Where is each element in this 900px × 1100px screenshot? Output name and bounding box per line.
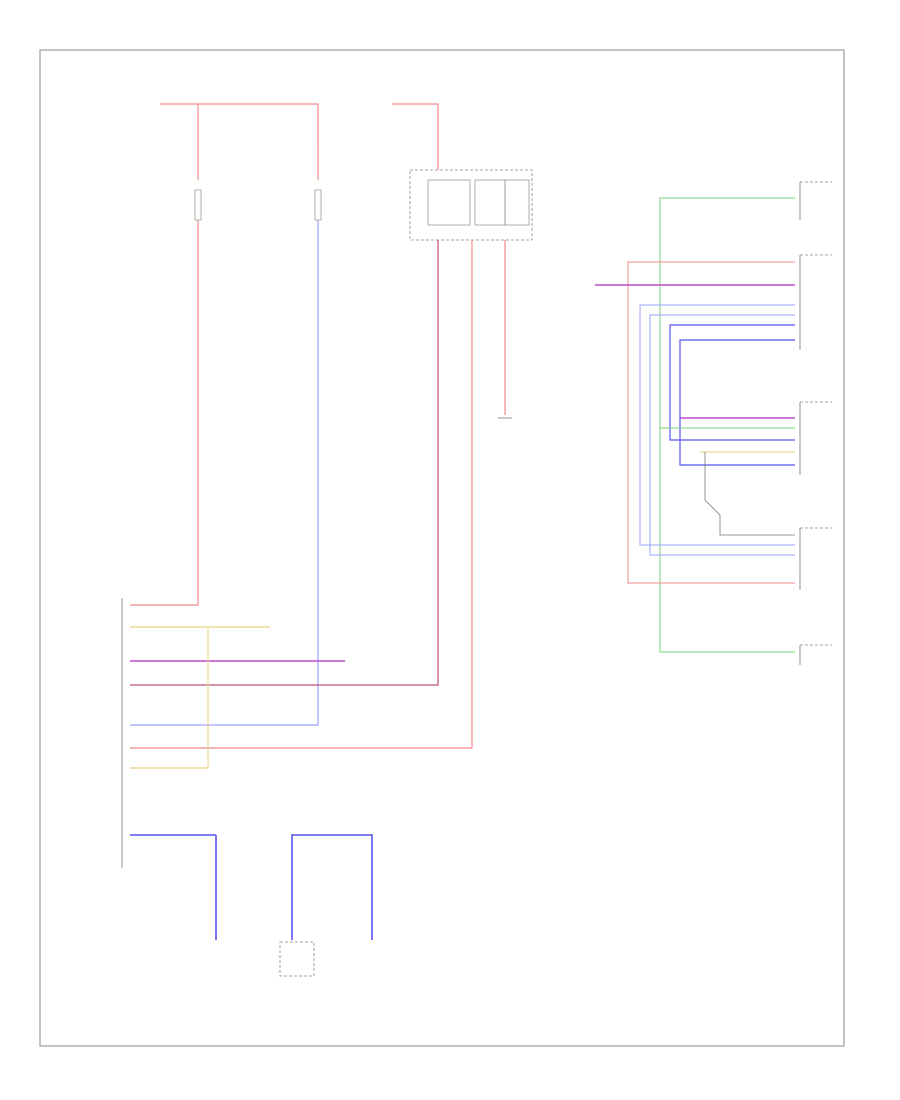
tcm-connector xyxy=(121,598,345,940)
wire-blue-r1 xyxy=(679,339,795,466)
wire-dark-switch xyxy=(704,452,795,536)
bottom-components xyxy=(279,834,373,977)
wire-lightblue-r2 xyxy=(649,314,795,556)
fuse-group xyxy=(160,103,439,221)
bottom-mid-component xyxy=(279,941,315,977)
wire-relay-out-2 xyxy=(130,240,473,749)
wire-blue-bottom xyxy=(291,834,373,940)
relay-outline xyxy=(409,169,533,241)
relay-inner-mid xyxy=(474,179,506,226)
wire-red-top-right xyxy=(392,103,439,170)
fuse-1 xyxy=(194,189,202,221)
wire-red-loop xyxy=(627,261,795,584)
diagram-frame xyxy=(39,49,845,1047)
wire-green-long xyxy=(659,197,795,653)
fuse-2 xyxy=(314,189,322,221)
wire-lightblue-main xyxy=(130,220,319,726)
wire-lightblue-r1 xyxy=(639,304,795,546)
wire-red-main xyxy=(130,220,199,606)
wire-blue-r2 xyxy=(669,324,795,441)
relay-inner-left xyxy=(427,179,471,226)
wire-red-top-bus xyxy=(160,103,319,140)
relay-box xyxy=(409,169,533,241)
wire-relay-out-1 xyxy=(130,240,439,686)
relay-inner-right xyxy=(504,179,530,226)
right-modules xyxy=(595,181,832,665)
